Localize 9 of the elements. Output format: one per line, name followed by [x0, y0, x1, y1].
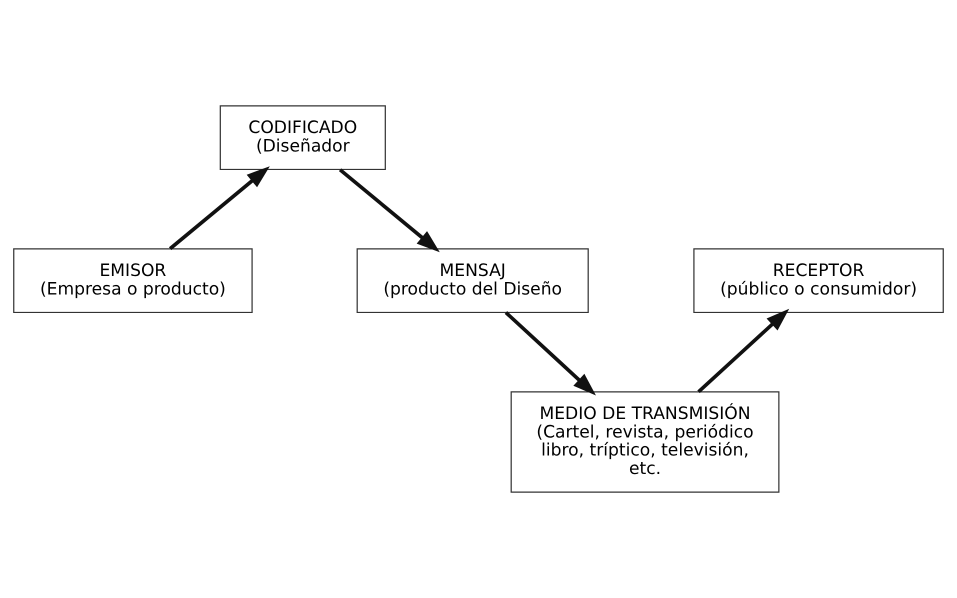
arrow [504, 311, 596, 396]
node-box: EMISOR (Empresa o producto) [13, 248, 253, 314]
arrow [168, 166, 270, 250]
node-box: MENSAJ (producto del Diseño [356, 248, 589, 314]
node-box: MEDIO DE TRANSMISIÓN (Cartel, revista, periódico libro, tríptico, televisión, etc. [510, 391, 780, 493]
arrow [338, 168, 440, 252]
node-box: CODIFICADO (Diseñador [220, 105, 386, 170]
node-box: RECEPTOR (público o consumidor) [693, 248, 944, 314]
arrow [697, 308, 790, 394]
